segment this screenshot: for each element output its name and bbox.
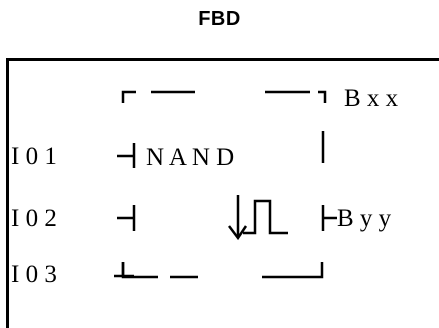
input-label-i02: I 0 2: [11, 205, 57, 232]
input-connector-i02: [117, 205, 136, 231]
input-label-i01: I 0 1: [11, 143, 57, 170]
input-label-i03: I 0 3: [11, 261, 57, 288]
function-name: N A N D: [146, 144, 234, 171]
fbd-panel: [6, 58, 439, 328]
falling-edge-pulse-icon: [228, 195, 288, 241]
input-connector-i03: [114, 262, 134, 278]
function-block-frame: [121, 90, 327, 279]
diagram-title: FBD: [198, 8, 241, 30]
output-label-byy: B y y: [337, 205, 392, 232]
output-connector-byy: [321, 205, 337, 231]
fbd-diagram: B x x I 0 1 I 0 2 I 0 3: [11, 85, 399, 288]
output-label-bxx: B x x: [344, 85, 399, 112]
input-connector-i01: [117, 143, 136, 168]
